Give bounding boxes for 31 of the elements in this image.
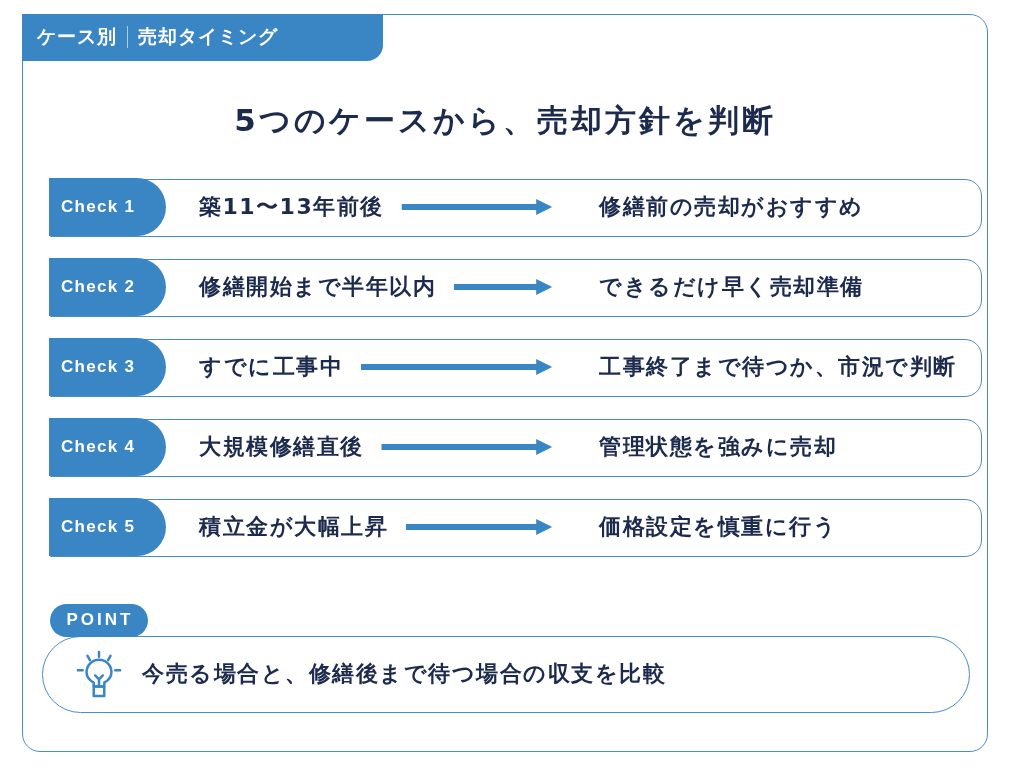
row-box (49, 178, 982, 237)
arrow (406, 519, 553, 535)
tab-label: ケース別 (36, 24, 117, 49)
condition-text: すでに工事中 (199, 352, 343, 382)
card-frame (22, 14, 988, 752)
result-text: 工事終了まで待つか、市況で判断 (599, 352, 957, 382)
arrow (401, 199, 553, 215)
arrow (381, 439, 553, 455)
result-text: できるだけ早く売却準備 (599, 272, 864, 302)
point-text: 今売る場合と、修繕後まで待つ場合の収支を比較 (142, 659, 666, 688)
check-tab: Check 1 (49, 178, 166, 236)
condition-text: 積立金が大幅上昇 (199, 512, 388, 542)
check-tab: Check 2 (49, 258, 166, 316)
check-tab: Check 4 (49, 418, 166, 476)
arrow (361, 359, 553, 375)
row-box (49, 258, 982, 317)
result-text: 価格設定を慎重に行う (599, 512, 837, 542)
check-tab: Check 5 (49, 498, 166, 556)
row-box (49, 338, 982, 397)
row-box (49, 498, 982, 557)
result-text: 管理状態を強みに売却 (599, 432, 837, 462)
tab-label: 売却タイミング (138, 24, 278, 49)
condition-text: 修繕開始まで半年以内 (199, 272, 436, 302)
point-tab: POINT (49, 603, 148, 637)
check-tab: Check 3 (49, 338, 166, 396)
condition-text: 築11〜13年前後 (199, 192, 384, 222)
row-box (49, 418, 982, 477)
title: 5つのケースから、売却方針を判断 (234, 101, 776, 140)
condition-text: 大規模修繕直後 (199, 432, 364, 462)
result-text: 修繕前の売却がおすすめ (599, 192, 864, 222)
arrow (454, 279, 553, 295)
